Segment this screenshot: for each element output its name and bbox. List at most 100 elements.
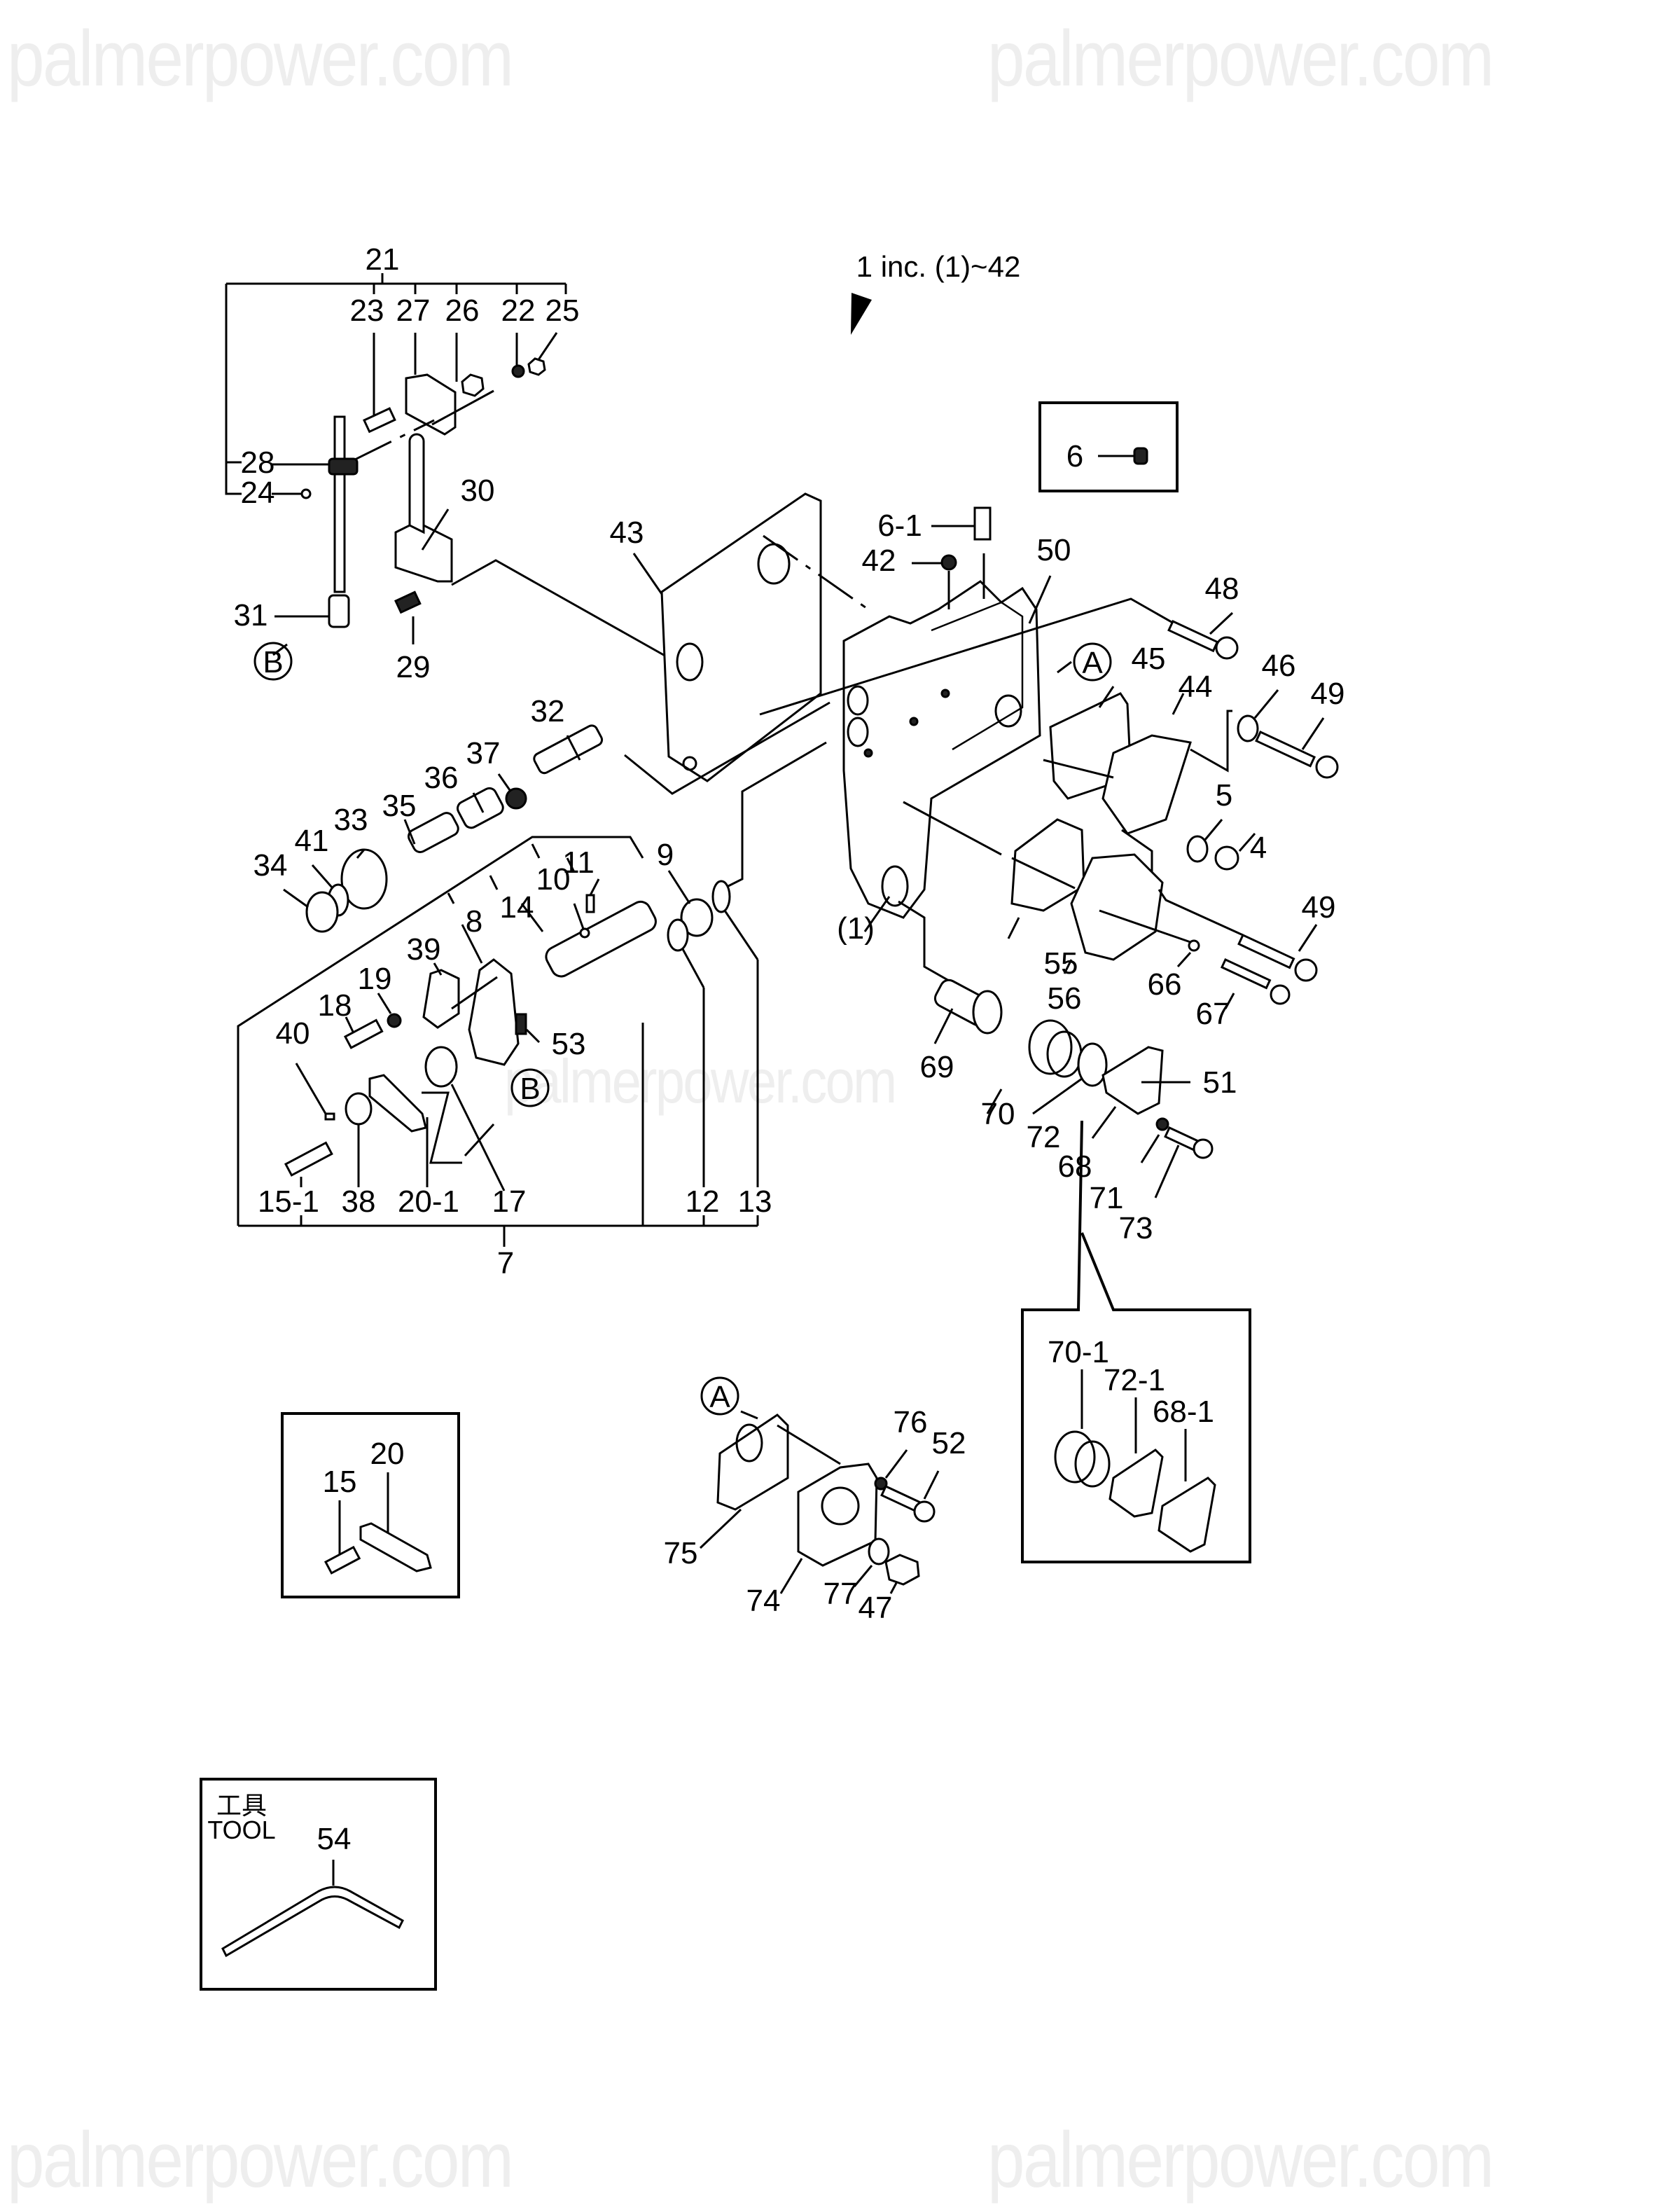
oring-72-shape bbox=[1077, 1042, 1108, 1087]
bolt-49b-shape bbox=[1237, 934, 1295, 969]
spring-11-shape bbox=[585, 894, 595, 913]
bracket-27-shape bbox=[405, 373, 457, 436]
part-label-28: 28 bbox=[241, 445, 275, 480]
part-label-53: 53 bbox=[552, 1027, 586, 1061]
part-label-20-1: 20-1 bbox=[398, 1184, 459, 1219]
washer-46-shape bbox=[1237, 714, 1259, 742]
washer-38-shape bbox=[345, 1092, 373, 1126]
part-label-1paren: (1) bbox=[837, 911, 875, 946]
inset-15-20-box bbox=[281, 1412, 460, 1598]
lever-20-shape bbox=[359, 1522, 432, 1572]
bolt-29-shape bbox=[394, 590, 422, 614]
part-label-72: 72 bbox=[1027, 1120, 1061, 1154]
retainer-37-shape bbox=[505, 787, 527, 810]
inset-kit-box bbox=[1021, 1120, 1251, 1563]
ball-10-shape bbox=[579, 927, 590, 939]
pump-56-shape bbox=[1070, 853, 1164, 961]
washer-71-shape bbox=[1155, 1117, 1169, 1131]
part-label-48: 48 bbox=[1205, 572, 1239, 606]
gasket-75-shape bbox=[716, 1413, 789, 1511]
bolt-18-shape bbox=[343, 1018, 384, 1049]
svg-text:A: A bbox=[1082, 646, 1103, 680]
part-label-49b: 49 bbox=[1302, 890, 1336, 925]
lever-8-shape bbox=[468, 958, 520, 1066]
bolt-49a-shape bbox=[1255, 731, 1316, 768]
bolt-6-1-shape bbox=[973, 506, 992, 541]
bolt-67-shape bbox=[1220, 958, 1272, 990]
part-label-30: 30 bbox=[461, 473, 495, 508]
watermark-top-left: palmerpower.com bbox=[7, 15, 514, 102]
part-label-11: 11 bbox=[562, 845, 595, 880]
cover-51-shape bbox=[1101, 1046, 1164, 1115]
nut-26-shape bbox=[461, 373, 485, 397]
bolt-15-1-shape bbox=[284, 1141, 333, 1177]
spring-70-shape bbox=[1028, 1019, 1073, 1075]
part-label-10: 10 bbox=[536, 862, 571, 897]
clip-66-shape bbox=[1188, 939, 1200, 952]
part-label-9: 9 bbox=[657, 838, 674, 872]
part-label-67: 67 bbox=[1196, 997, 1230, 1031]
inset-kit-label-72-1: 72-1 bbox=[1104, 1363, 1165, 1397]
tool-part-label: 54 bbox=[317, 1822, 352, 1856]
inset-6-label: 6 bbox=[1066, 439, 1083, 473]
part-label-33: 33 bbox=[334, 803, 368, 837]
washer-77-shape bbox=[868, 1537, 890, 1565]
tool-title-jp: 工具 bbox=[216, 1791, 267, 1820]
part-label-47: 47 bbox=[859, 1591, 893, 1625]
washer-19-shape bbox=[387, 1013, 402, 1028]
part-label-77: 77 bbox=[823, 1577, 858, 1611]
part-label-46: 46 bbox=[1262, 649, 1296, 683]
lever-20-1-shape bbox=[368, 1074, 427, 1133]
part-label-12: 12 bbox=[686, 1184, 720, 1219]
inset-6-box bbox=[1038, 401, 1179, 492]
part-label-24: 24 bbox=[241, 476, 275, 510]
rod-shape bbox=[333, 415, 346, 593]
spool-14-shape bbox=[545, 900, 657, 978]
part-label-41: 41 bbox=[295, 824, 329, 858]
linkage-assembly bbox=[272, 332, 767, 714]
washer-76-shape bbox=[874, 1477, 888, 1491]
assembly-note: 1 inc. (1)~42 bbox=[856, 250, 1021, 283]
svg-text:B: B bbox=[263, 645, 283, 679]
clamp-28-shape bbox=[328, 457, 359, 476]
part-label-74: 74 bbox=[746, 1584, 781, 1618]
part-label-4: 4 bbox=[1250, 831, 1267, 865]
part-label-55: 55 bbox=[1044, 946, 1078, 981]
plate-53-shape bbox=[515, 1013, 527, 1035]
marker-a-bottom: A bbox=[700, 1376, 739, 1416]
inset-20-label: 20 bbox=[370, 1437, 405, 1471]
plug-42-shape bbox=[940, 554, 957, 571]
relief-valve-parts bbox=[283, 701, 830, 933]
valve-housing bbox=[763, 506, 1052, 932]
part-label-56: 56 bbox=[1048, 981, 1082, 1016]
bolt-73-shape bbox=[1164, 1126, 1200, 1152]
spring-35-shape bbox=[408, 812, 459, 853]
group-21-bracket bbox=[225, 273, 567, 495]
pin-40-shape bbox=[324, 1112, 335, 1121]
oring-12-shape bbox=[667, 918, 689, 952]
tool-title-en: TOOL bbox=[207, 1816, 275, 1844]
bolt-15-shape bbox=[324, 1545, 361, 1575]
part-label-38: 38 bbox=[342, 1184, 376, 1219]
inset-15-label: 15 bbox=[323, 1465, 357, 1499]
marker-b-center: B bbox=[510, 1068, 550, 1107]
gasket-43 bbox=[632, 492, 822, 782]
part-label-13: 13 bbox=[738, 1184, 772, 1219]
watermark-bottom-right: palmerpower.com bbox=[987, 2116, 1494, 2204]
nut-25-shape bbox=[527, 357, 546, 376]
inset-kit-label-68-1: 68-1 bbox=[1153, 1395, 1214, 1429]
part-label-7: 7 bbox=[497, 1246, 514, 1280]
bolt-23-shape bbox=[363, 407, 396, 434]
part-label-37: 37 bbox=[466, 736, 501, 770]
part-label-39: 39 bbox=[407, 932, 441, 967]
part-label-26: 26 bbox=[445, 293, 480, 328]
part-label-71: 71 bbox=[1090, 1181, 1124, 1215]
part-label-51: 51 bbox=[1203, 1065, 1237, 1100]
part-label-15-1: 15-1 bbox=[258, 1184, 319, 1219]
cover-assembly-right bbox=[759, 597, 1339, 897]
marker-b-left: B bbox=[253, 642, 293, 681]
watermark-top-right: palmerpower.com bbox=[987, 15, 1494, 102]
part-label-73: 73 bbox=[1119, 1211, 1153, 1245]
washer-5-shape bbox=[1186, 835, 1209, 863]
